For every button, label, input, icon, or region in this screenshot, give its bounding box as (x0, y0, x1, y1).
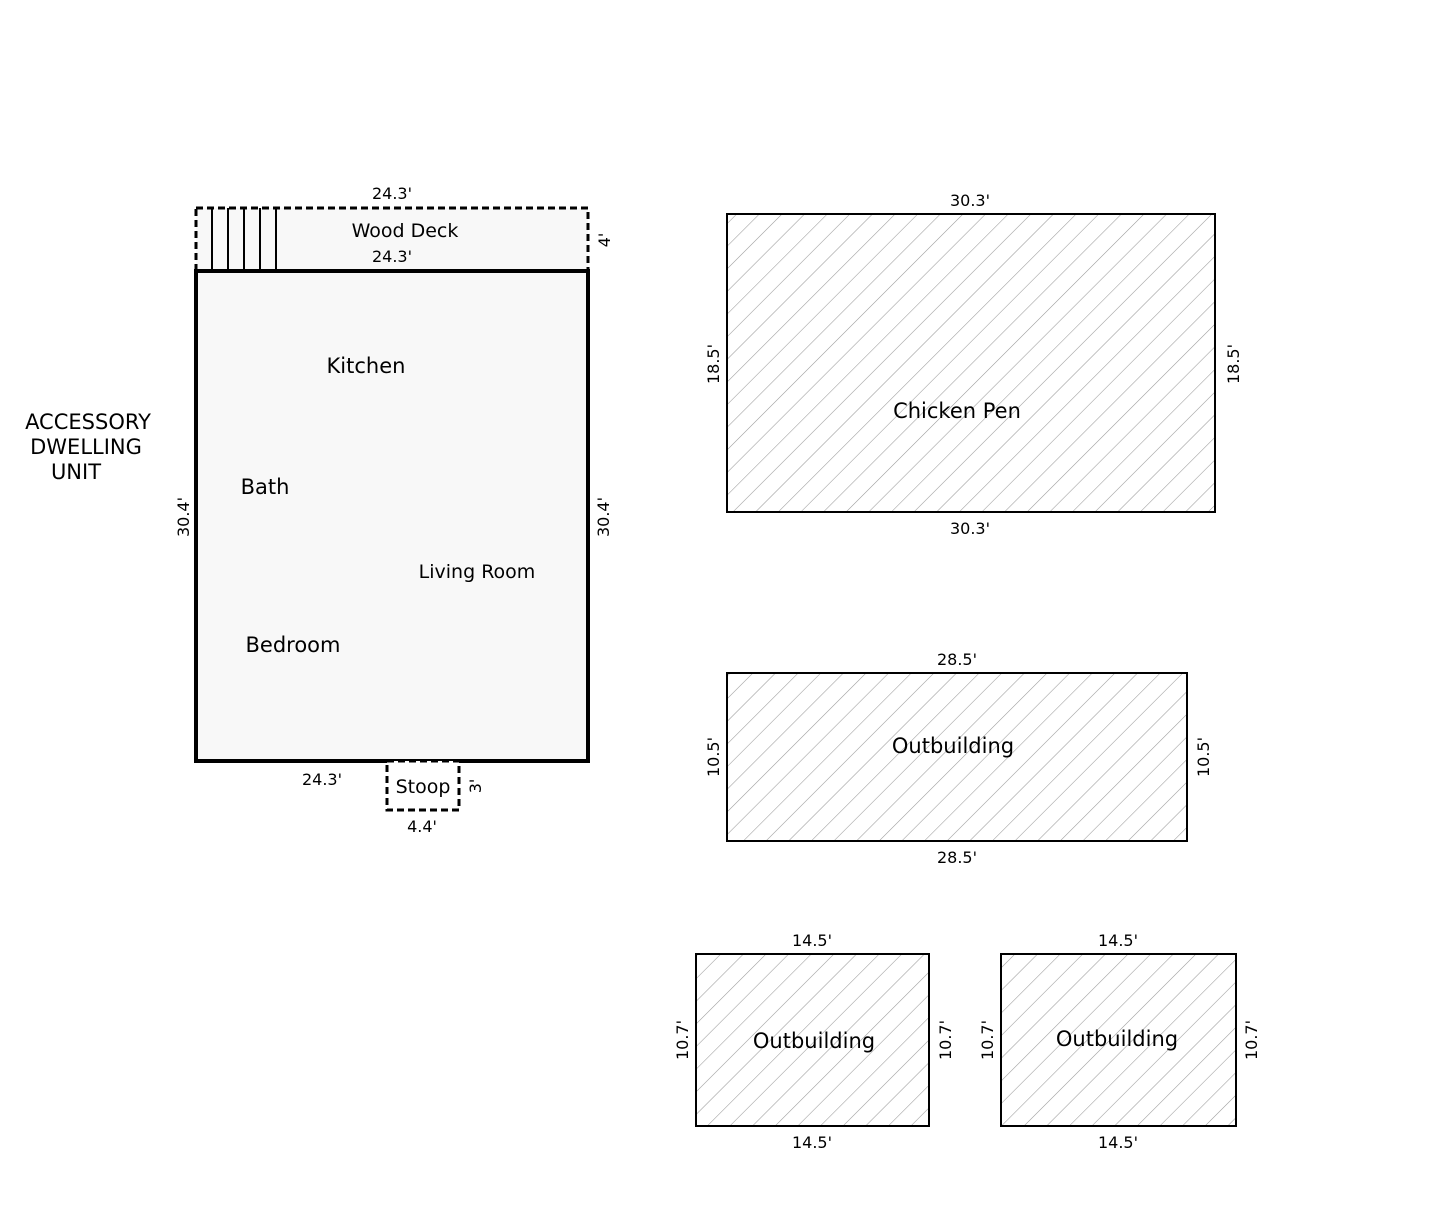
adu-group: ACCESSORY DWELLING UNIT Wood Deck 24.3' … (25, 184, 614, 836)
outbuilding-small-2-group: Outbuilding 14.5' 14.5' 10.7' 10.7' (978, 931, 1261, 1152)
deck-dim-bottom: 24.3' (372, 247, 412, 266)
stoop-dim-width: 4.4' (407, 817, 437, 836)
outbuilding-small-1-dim-bottom: 14.5' (792, 1133, 832, 1152)
outbuilding-large-label: Outbuilding (892, 734, 1014, 758)
outbuilding-large-group: Outbuilding 28.5' 28.5' 10.5' 10.5' (704, 650, 1213, 867)
chicken-pen-label: Chicken Pen (893, 399, 1021, 423)
chicken-pen (726, 213, 1216, 513)
outbuilding-large-dim-right: 10.5' (1194, 737, 1213, 777)
outbuilding-small-1-label: Outbuilding (753, 1029, 875, 1053)
outbuilding-large (726, 672, 1188, 842)
adu-title-line-2: DWELLING (30, 435, 142, 459)
room-bedroom: Bedroom (246, 633, 341, 657)
outbuilding-small-2-dim-right: 10.7' (1242, 1020, 1261, 1060)
deck-label: Wood Deck (352, 220, 459, 242)
stoop-label: Stoop (396, 776, 451, 798)
outbuilding-small-2-label: Outbuilding (1056, 1027, 1178, 1051)
adu-dim-left: 30.4' (174, 497, 193, 537)
outbuilding-small-2-dim-left: 10.7' (978, 1020, 997, 1060)
adu-title-line-3: UNIT (51, 460, 101, 484)
outbuilding-large-dim-top: 28.5' (937, 650, 977, 669)
room-kitchen: Kitchen (327, 354, 406, 378)
deck-stairs (211, 208, 277, 271)
chicken-pen-group: Chicken Pen 30.3' 30.3' 18.5' 18.5' (704, 191, 1243, 538)
stoop (385, 759, 461, 812)
chicken-pen-dim-top: 30.3' (950, 191, 990, 210)
outbuilding-small-2-dim-bottom: 14.5' (1098, 1133, 1138, 1152)
room-living-room: Living Room (419, 561, 536, 583)
deck-dim-top: 24.3' (372, 184, 412, 203)
adu-title-line-1: ACCESSORY (25, 410, 151, 434)
adu-dim-right: 30.4' (594, 497, 613, 537)
room-bath: Bath (241, 475, 290, 499)
chicken-pen-dim-right: 18.5' (1224, 344, 1243, 384)
outbuilding-small-1-group: Outbuilding 14.5' 14.5' 10.7' 10.7' (673, 931, 955, 1152)
wood-deck (194, 206, 590, 273)
outbuilding-large-dim-left: 10.5' (704, 737, 723, 777)
outbuilding-small-1-dim-right: 10.7' (936, 1020, 955, 1060)
deck-dim-side: 4' (595, 233, 614, 248)
adu-dim-bottom: 24.3' (302, 770, 342, 789)
outbuilding-small-1-dim-top: 14.5' (792, 931, 832, 950)
chicken-pen-dim-left: 18.5' (704, 344, 723, 384)
outbuilding-small-2-dim-top: 14.5' (1098, 931, 1138, 950)
chicken-pen-dim-bottom: 30.3' (950, 519, 990, 538)
adu-footprint (194, 269, 590, 763)
outbuilding-small-1 (695, 953, 930, 1127)
outbuilding-small-2 (1000, 953, 1237, 1127)
outbuilding-large-dim-bottom: 28.5' (937, 848, 977, 867)
stoop-dim-depth: 3' (466, 779, 485, 794)
outbuilding-small-1-dim-left: 10.7' (673, 1020, 692, 1060)
